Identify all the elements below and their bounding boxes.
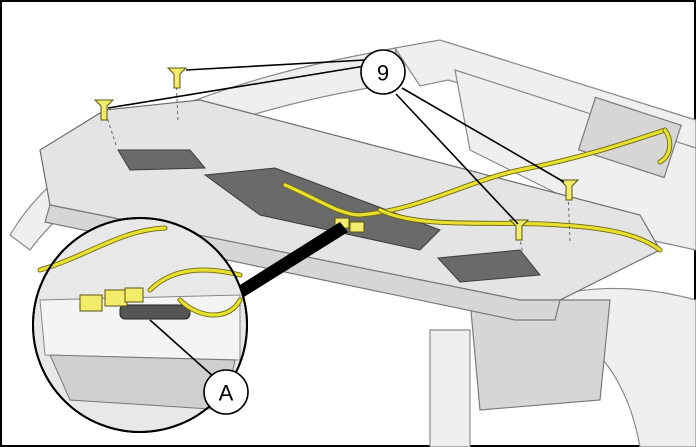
mount-plate (577, 96, 682, 179)
wiring-harness (282, 127, 673, 253)
callout-9-leaders (107, 59, 565, 225)
callout-a-label: A (219, 381, 234, 406)
callout-9-label: 9 (377, 61, 389, 86)
callout-a: A (203, 369, 249, 415)
detail-magnifier (32, 217, 348, 433)
lower-bracket (469, 299, 611, 411)
pocket-left (117, 149, 207, 171)
pocket-right (436, 249, 541, 283)
rear-post-center (429, 329, 471, 447)
callout-9: 9 (360, 49, 406, 95)
fastener-icon (93, 67, 580, 269)
pocket-center (203, 167, 441, 251)
